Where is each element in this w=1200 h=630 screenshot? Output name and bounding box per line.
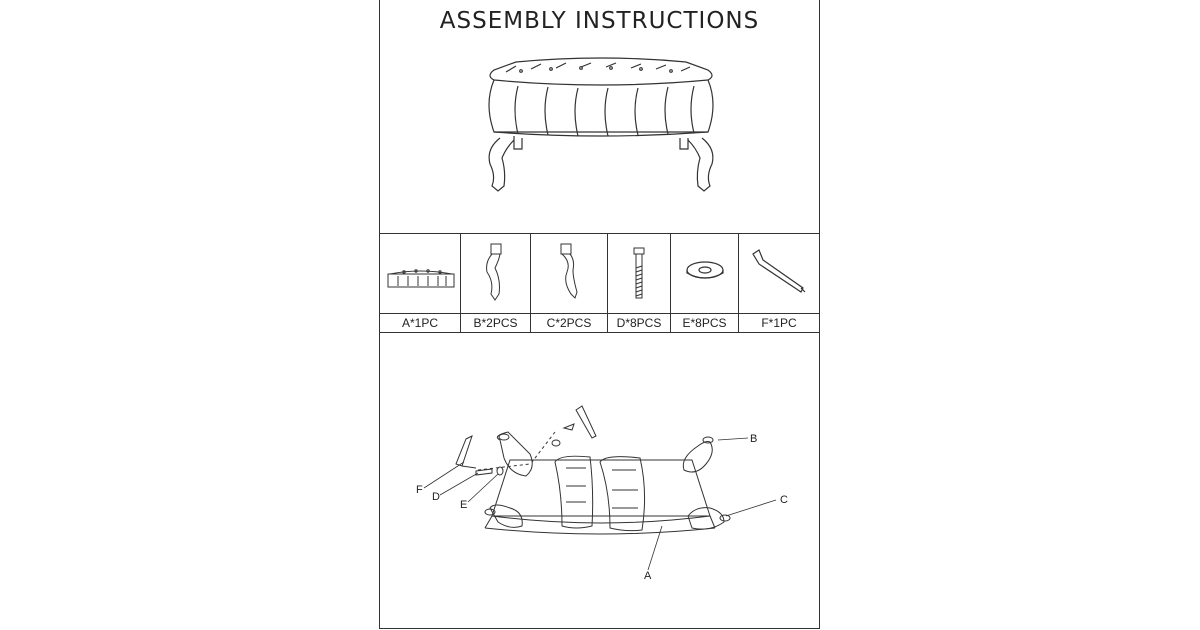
bench-illustration xyxy=(488,57,714,192)
callout-e: E xyxy=(460,499,467,511)
bench-top-icon xyxy=(387,269,455,288)
bolt-icon xyxy=(633,247,645,299)
callout-d: D xyxy=(432,491,440,503)
part-b-qty: B*2PCS xyxy=(461,313,530,332)
part-d-qty: D*8PCS xyxy=(608,313,670,332)
part-a-cell: A*1PC xyxy=(380,234,461,332)
washer-icon xyxy=(686,261,724,279)
page-title: ASSEMBLY INSTRUCTIONS xyxy=(439,8,760,34)
part-c-qty: C*2PCS xyxy=(531,313,607,332)
part-a-qty: A*1PC xyxy=(380,313,460,332)
leg-icon xyxy=(560,243,578,299)
leg-icon xyxy=(486,243,502,301)
part-c-cell: C*2PCS xyxy=(531,234,608,332)
part-e-qty: E*8PCS xyxy=(671,313,738,332)
part-e-cell: E*8PCS xyxy=(671,234,739,332)
callout-c: C xyxy=(780,494,788,506)
part-f-qty: F*1PC xyxy=(739,313,819,332)
allen-key-icon xyxy=(752,249,806,293)
callout-a: A xyxy=(644,570,652,582)
part-d-cell: D*8PCS xyxy=(608,234,671,332)
part-b-cell: B*2PCS xyxy=(461,234,531,332)
callout-b: B xyxy=(750,433,757,445)
part-f-cell: F*1PC xyxy=(739,234,819,332)
callout-f: F xyxy=(416,484,423,496)
parts-list: A*1PC B*2PCS C*2PCS xyxy=(380,233,819,333)
assembly-diagram: F D E B C A xyxy=(416,405,788,582)
instruction-sheet: ASSEMBLY INSTRUCTIONS xyxy=(379,0,820,629)
